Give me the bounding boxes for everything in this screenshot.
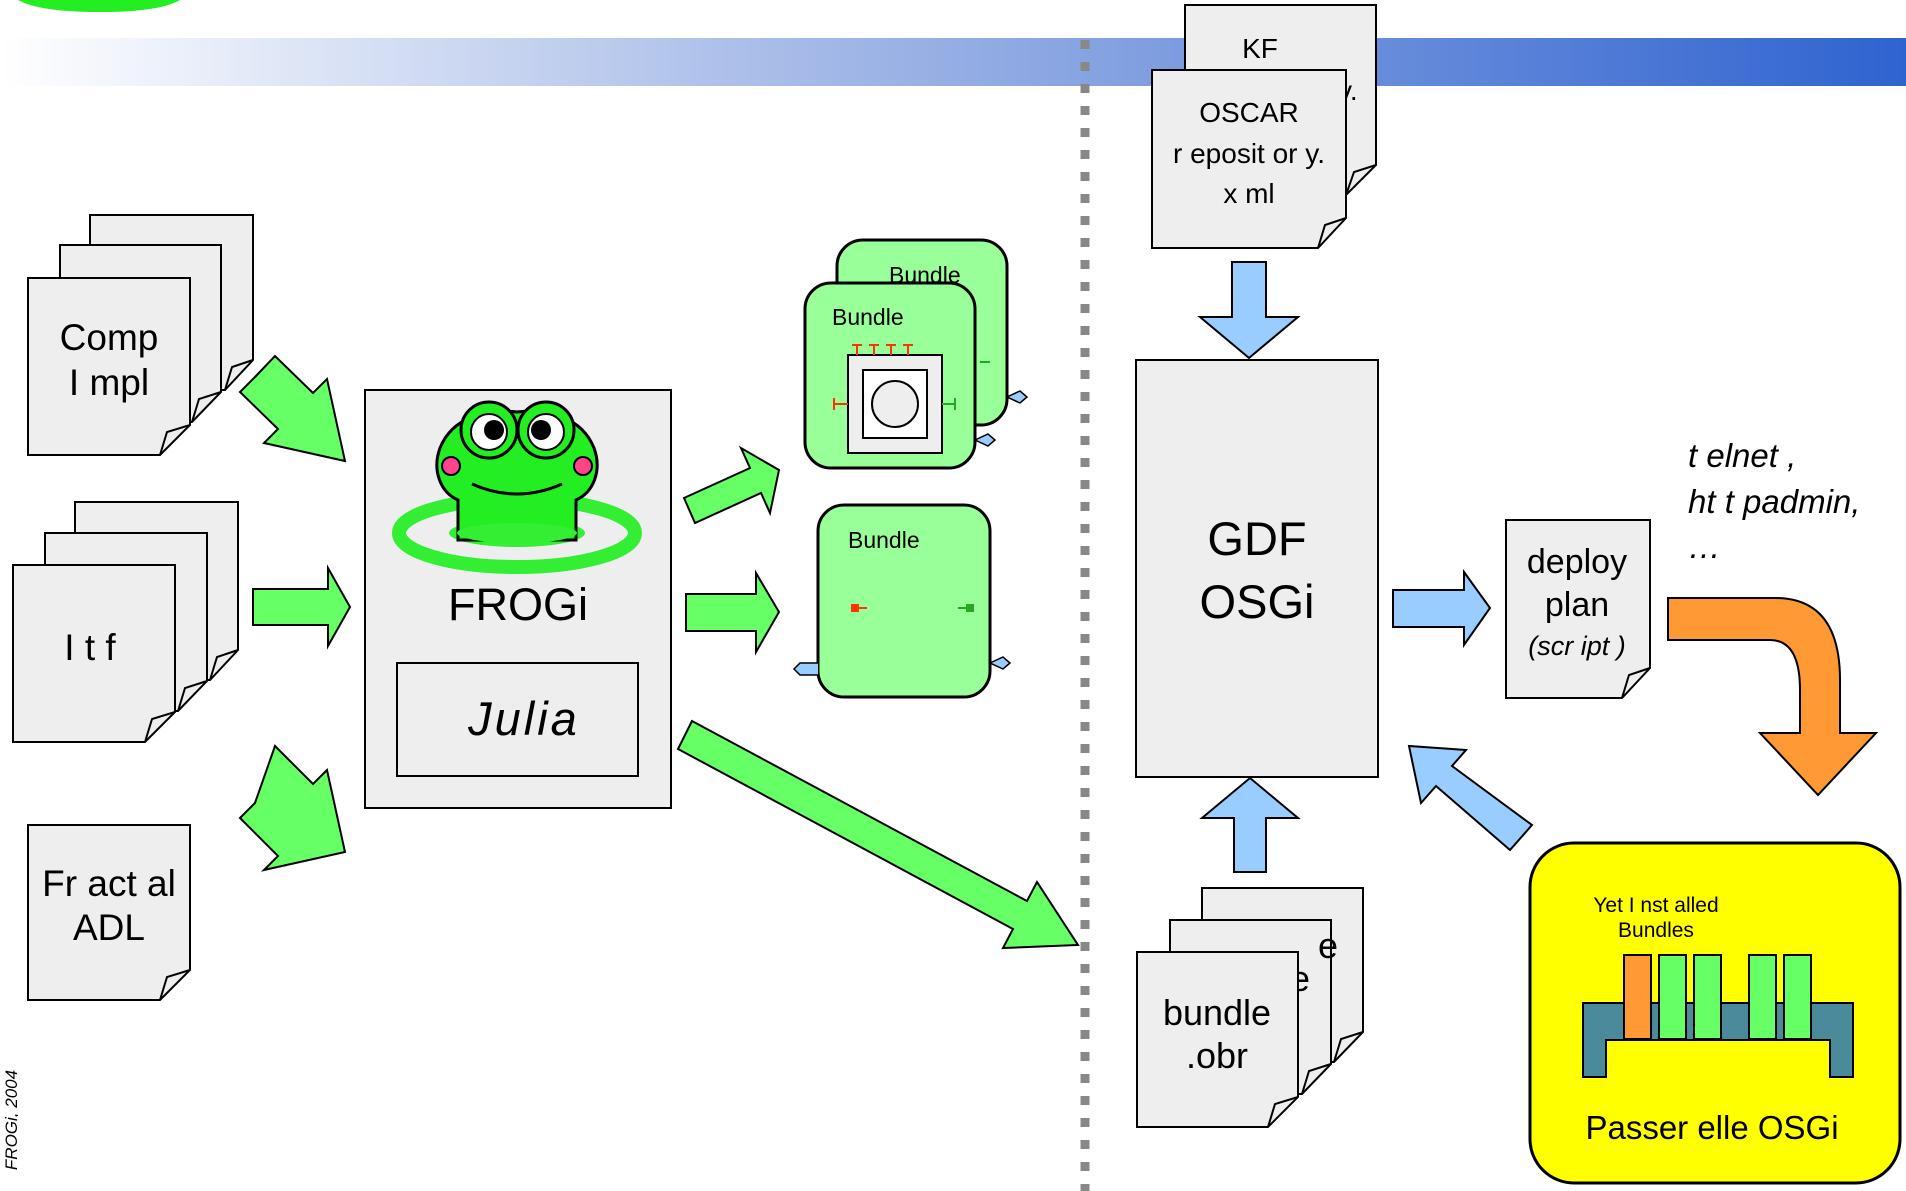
- deploy-plan-line-2: plan: [1545, 586, 1609, 624]
- repo-back-title: KF: [1242, 33, 1278, 64]
- fractal-adl-label-2: ADL: [73, 907, 145, 948]
- repo-front-line-1: OSCAR: [1199, 97, 1299, 128]
- console-telnet: t elnet ,: [1688, 437, 1796, 474]
- bundle-single-label: Bundle: [848, 527, 920, 553]
- repository-front-doc: [1151, 69, 1347, 249]
- console-httpadmin: ht t padmin,: [1688, 483, 1860, 520]
- arrow-frogi-to-bundle: [685, 569, 781, 656]
- deploy-plan-line-1: deploy: [1527, 543, 1627, 581]
- comp-impl-label-1: Comp: [60, 317, 159, 358]
- julia-box: [396, 662, 639, 777]
- gdf-label-1: GDF: [1207, 512, 1306, 565]
- bundle-obr-label-2: .obr: [1186, 1035, 1248, 1076]
- footer-caption: FROGi, 2004: [0, 1050, 18, 1191]
- arrow-frogi-to-bundle-stack: [682, 445, 781, 525]
- arrow-repo-to-gdf: [1197, 261, 1301, 360]
- arrow-frogi-to-gateway: [676, 719, 1080, 950]
- bundle-single: Bundle: [792, 503, 1012, 699]
- arrow-itf-to-frogi: [252, 564, 352, 650]
- arrow-deploy-to-gateway: [1667, 597, 1879, 797]
- arrow-adl-to-frogi: [238, 744, 347, 872]
- gdf-label-2: OSGi: [1200, 575, 1315, 628]
- installed-bundle-green: [1783, 954, 1812, 1040]
- arrow-gateway-to-gdf: [1407, 744, 1534, 852]
- repo-front-line-3: x ml: [1223, 178, 1274, 209]
- installed-bundle-orange: [1623, 954, 1652, 1040]
- bundle-obr-front-doc: [1136, 951, 1299, 1128]
- installed-bundle-green: [1748, 954, 1777, 1040]
- frog-icon: [435, 400, 599, 543]
- itf-docs: [12, 501, 239, 743]
- obr-back-fragment-1: e: [1318, 925, 1338, 966]
- fractal-adl-label-1: Fr act al: [42, 863, 176, 904]
- bundle-obr-label-1: bundle: [1163, 992, 1271, 1033]
- logo-corner: [18, 0, 180, 12]
- gateway-name: Passer elle OSGi: [1585, 1109, 1838, 1146]
- arrow-gdf-to-deploy: [1392, 568, 1492, 649]
- fractal-adl-doc: [27, 824, 191, 1001]
- installed-title-1: Yet I nst alled: [1593, 894, 1718, 917]
- julia-label: Julia: [467, 692, 580, 745]
- comp-impl-docs: [27, 214, 254, 456]
- installed-bundle-green: [1693, 954, 1722, 1040]
- arrow-comp-to-frogi: [238, 354, 347, 463]
- arrow-obr-to-gdf: [1199, 776, 1301, 873]
- header-band: [0, 38, 1906, 86]
- bundle-stack-front: Bundle: [803, 281, 997, 470]
- installed-bundles: [1623, 954, 1812, 1040]
- installed-title-2: Bundles: [1618, 919, 1694, 942]
- deploy-plan-doc: [1505, 519, 1651, 699]
- gdf-osgi-box: [1135, 359, 1379, 778]
- console-ellipsis: …: [1688, 528, 1721, 565]
- deploy-plan-script: (scr ipt ): [1528, 631, 1626, 661]
- bundle-front-label: Bundle: [832, 304, 904, 330]
- itf-label: I t f: [64, 627, 116, 668]
- frogi-title: FROGi: [448, 579, 588, 630]
- installed-bundle-green: [1658, 954, 1687, 1040]
- repo-front-line-2: r eposit or y.: [1173, 138, 1325, 169]
- comp-impl-label-2: I mpl: [69, 362, 149, 403]
- footer-text: FROGi, 2004: [2, 1069, 18, 1171]
